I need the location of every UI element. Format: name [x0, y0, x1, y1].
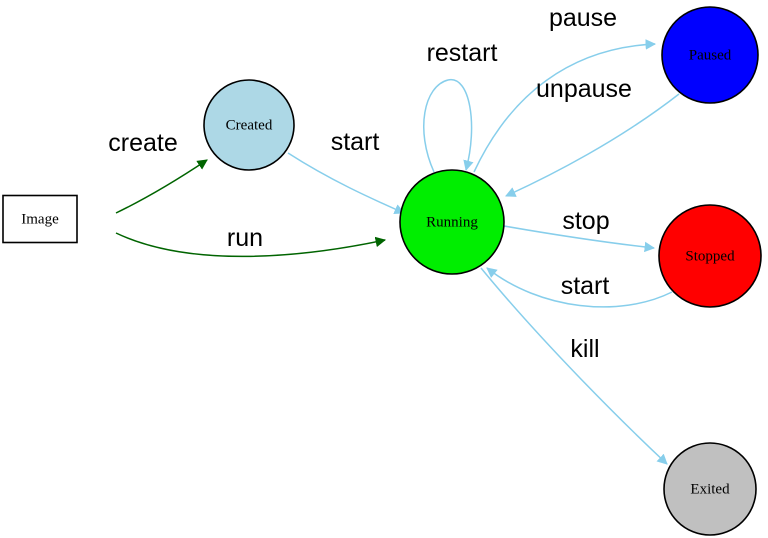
node-exited[interactable]: Exited [663, 442, 757, 536]
edge-create[interactable] [115, 159, 208, 214]
edge-start-created[interactable] [287, 152, 405, 214]
edge-label-create: create [108, 129, 177, 157]
edge-restart[interactable] [423, 79, 474, 173]
edge-unpause[interactable] [505, 93, 680, 197]
edge-start-stopped[interactable] [486, 267, 673, 308]
edge-label-kill: kill [570, 335, 599, 363]
edge-label-unpause: unpause [536, 75, 632, 103]
node-created[interactable]: Created [203, 79, 295, 171]
node-shape-paused [661, 6, 759, 104]
node-shape-running [399, 169, 505, 275]
node-shape-image [2, 194, 78, 244]
edge-label-start-stopped: start [561, 272, 610, 300]
edge-label-pause: pause [549, 4, 617, 32]
edge-kill[interactable] [480, 267, 668, 465]
node-shape-stopped [658, 204, 762, 308]
edge-labels-layer: create run start restart pause unpause stop sta… [108, 4, 632, 363]
node-shape-exited [663, 442, 757, 536]
edge-label-start-created: start [331, 128, 380, 156]
node-stopped[interactable]: Stopped [658, 204, 762, 308]
node-image[interactable]: Image [2, 194, 78, 244]
node-running[interactable]: Running [399, 169, 505, 275]
node-paused[interactable]: Paused [661, 6, 759, 104]
edge-run[interactable] [115, 232, 387, 258]
edge-label-stop: stop [562, 207, 609, 235]
edge-label-restart: restart [427, 39, 498, 67]
edge-stop[interactable] [503, 225, 656, 253]
edge-pause[interactable] [473, 39, 657, 173]
node-shape-created [203, 79, 295, 171]
edge-label-run: run [227, 224, 263, 252]
edges-layer [115, 39, 680, 465]
